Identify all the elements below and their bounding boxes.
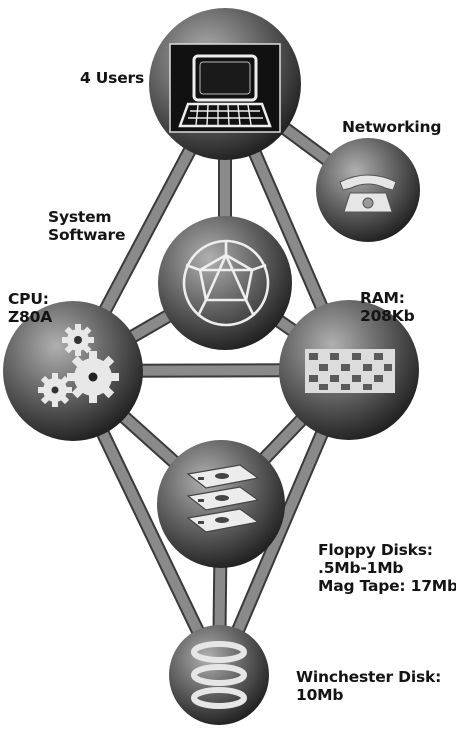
label-users: 4 Users xyxy=(80,69,144,87)
label-networking: Networking xyxy=(342,118,441,136)
winchester-sphere xyxy=(169,625,269,725)
floppy-stack-icon xyxy=(186,464,260,533)
node-networking xyxy=(316,138,420,242)
label-users-line-1: 4 Users xyxy=(80,69,144,87)
label-system-software-line-2: Software xyxy=(48,226,126,244)
label-winchester: Winchester Disk: 10Mb xyxy=(296,668,441,704)
gears-icon xyxy=(38,324,119,407)
label-winchester-line-2: 10Mb xyxy=(296,686,344,704)
telephone-icon xyxy=(339,174,397,213)
system-software-sphere xyxy=(158,216,292,350)
label-floppy-line-2: .5Mb-1Mb xyxy=(318,559,404,577)
node-floppy xyxy=(157,440,285,568)
node-ram xyxy=(279,300,419,440)
label-ram-line-1: RAM: xyxy=(360,289,405,307)
node-system-software xyxy=(158,216,292,350)
label-winchester-line-1: Winchester Disk: xyxy=(296,668,442,686)
label-cpu: CPU: Z80A xyxy=(8,290,52,326)
memory-grid-icon xyxy=(305,349,395,393)
label-floppy-line-1: Floppy Disks: xyxy=(318,541,433,559)
label-floppy: Floppy Disks: .5Mb-1Mb Mag Tape: 17Mb xyxy=(318,541,456,595)
label-system-software: System Software xyxy=(48,208,126,244)
label-ram: RAM: 208Kb xyxy=(360,289,415,325)
label-ram-line-2: 208Kb xyxy=(360,307,415,325)
networking-sphere xyxy=(316,138,420,242)
node-cpu xyxy=(3,301,143,441)
node-winchester xyxy=(169,625,269,725)
node-users xyxy=(149,8,301,160)
label-cpu-line-2: Z80A xyxy=(8,308,53,326)
label-floppy-line-3: Mag Tape: 17Mb xyxy=(318,577,456,595)
terminal-icon xyxy=(169,43,281,133)
label-networking-line-1: Networking xyxy=(342,118,442,136)
disk-platters-icon xyxy=(191,641,247,709)
label-system-software-line-1: System xyxy=(48,208,112,226)
cpu-sphere xyxy=(3,301,143,441)
label-cpu-line-1: CPU: xyxy=(8,290,49,308)
geodesic-sphere-icon xyxy=(182,239,270,327)
